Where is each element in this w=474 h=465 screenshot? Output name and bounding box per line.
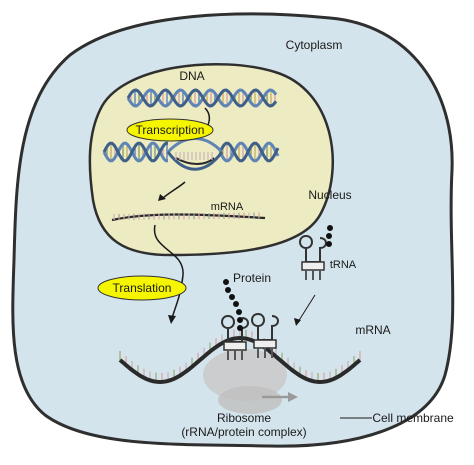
label-trna: tRNA: [330, 259, 357, 271]
translation-highlight: [97, 275, 187, 301]
ribosome: [203, 349, 298, 414]
protein-chain: [223, 279, 243, 331]
trna-molecule-bound-2: [251, 312, 279, 358]
arrow-head: [294, 318, 301, 326]
trna-molecule-free: [299, 234, 327, 280]
dna-double-helix: [126, 88, 278, 108]
label-translation: Translation: [113, 281, 172, 295]
label-ribosome-subtitle: (rRNA/protein complex): [181, 425, 306, 439]
label-dna: DNA: [179, 69, 204, 83]
nuclear-mrna-strand: [111, 212, 266, 222]
arrow-trna-to-ribosome: [297, 294, 316, 323]
label-protein: Protein: [233, 271, 271, 285]
label-ribosome: Ribosome: [217, 411, 271, 425]
transcription-highlight: [126, 118, 214, 142]
dna-transcription-bubble: [102, 137, 280, 171]
arrow-nucleus-to-cytoplasm: [153, 224, 184, 319]
cytoplasmic-mrna-strand: [118, 329, 362, 385]
trna-amino-chain: [326, 225, 333, 247]
label-cytoplasm: Cytoplasm: [286, 38, 343, 52]
label-transcription: Transcription: [136, 123, 205, 137]
label-cell-membrane: Cell membrane: [372, 411, 454, 425]
arrow-bubble-to-mrna: [162, 181, 186, 199]
label-mrna-ribosome: mRNA: [355, 323, 390, 337]
label-nucleus: Nucleus: [308, 188, 351, 202]
arrow-head: [158, 194, 166, 201]
label-mrna-nucleus: mRNA: [211, 201, 244, 213]
arrow-head: [168, 315, 176, 324]
